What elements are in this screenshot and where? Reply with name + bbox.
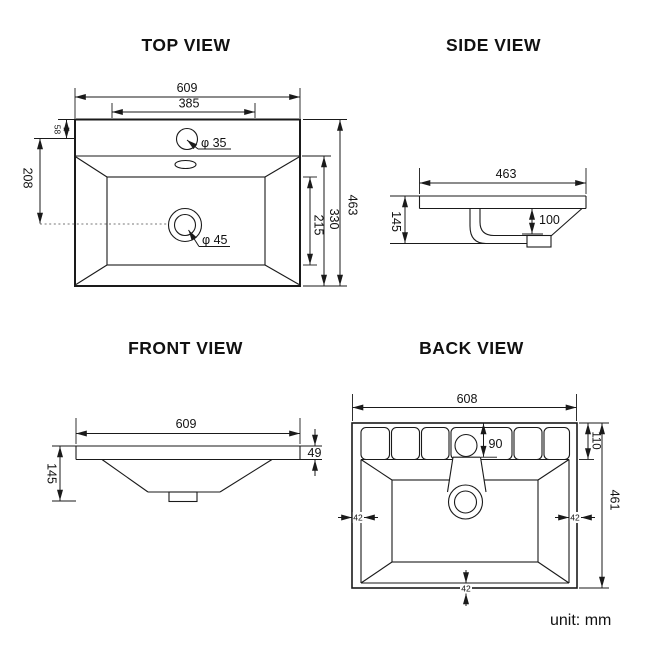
top-dim385-label: 385: [179, 97, 200, 111]
back-bowl-corner-bl: [360, 561, 393, 584]
back-deck-tab-3: [420, 426, 450, 461]
top-bowl-corner-bl: [75, 264, 108, 285]
top-faucet-leader-arrow: [186, 139, 199, 150]
top-drain-hole-label: φ 45: [202, 233, 228, 247]
top-dim330-label: 330: [327, 209, 341, 230]
back-dim42-right-mask: [569, 512, 581, 523]
side-view: SIDE VIEW 463 145 100: [389, 35, 587, 248]
back-dim42-bottom-mask: [460, 583, 472, 594]
front-view-title: FRONT VIEW: [128, 338, 243, 358]
top-overflow-slot: [174, 159, 197, 170]
back-view: BACK VIEW 608 90: [338, 338, 622, 606]
front-dim49-label: 49: [308, 446, 322, 460]
top-view: TOP VIEW φ 35 φ 45 609 385: [21, 35, 360, 287]
top-bowl-inner-rect: [106, 176, 266, 266]
back-faucet-hole: [454, 433, 478, 458]
front-view: FRONT VIEW 609 49 145: [45, 338, 322, 503]
unit-note: unit: mm: [550, 612, 611, 629]
back-drain-inner: [453, 490, 478, 514]
back-bowl-corner-br: [537, 561, 570, 584]
side-drain-fitting: [526, 234, 552, 248]
back-dim42-right-label: 42: [570, 513, 580, 523]
top-dim609-label: 609: [177, 81, 198, 95]
back-dim608-label: 608: [457, 392, 478, 406]
back-bowl-corner-tl: [360, 459, 393, 481]
back-deck-tab-5: [513, 426, 543, 461]
side-back-chamfer: [550, 208, 583, 237]
top-drain-inner: [173, 213, 197, 237]
back-dim42-bottom-label: 42: [461, 584, 471, 594]
back-dim461-label: 461: [608, 490, 622, 511]
top-dim463-label: 463: [346, 195, 360, 216]
side-dim145-label: 145: [389, 211, 403, 232]
back-deck-tab-2: [390, 426, 421, 461]
top-bowl-corner-tl: [75, 156, 108, 178]
front-drain-fitting: [168, 491, 198, 503]
back-deck-tab-6: [543, 426, 571, 461]
top-faucet-hole-label: φ 35: [201, 136, 227, 150]
side-dim463-label: 463: [496, 167, 517, 181]
side-bowl-outer-curve: [469, 208, 487, 245]
top-bowl-corner-br: [264, 264, 300, 285]
back-dim42-left-mask: [352, 512, 364, 523]
back-funnel-right: [479, 457, 487, 493]
top-drain-leader-arrow: [188, 229, 200, 247]
back-dim110-label: 110: [590, 431, 602, 449]
top-basin-outline: [74, 118, 301, 287]
back-bowl-corner-tr: [537, 459, 570, 481]
front-dim145-label: 145: [45, 463, 59, 484]
top-dim215-label: 215: [312, 215, 326, 236]
front-bowl-right-slope: [219, 459, 273, 493]
top-bowl-corner-tr: [264, 156, 300, 178]
back-deck-tab-1: [360, 426, 391, 461]
side-view-title: SIDE VIEW: [446, 35, 541, 55]
back-dim42-left-label: 42: [353, 513, 363, 523]
top-dim58-label: 58: [53, 125, 63, 135]
back-funnel-left: [446, 457, 454, 493]
front-dim609-label: 609: [176, 417, 197, 431]
front-bowl-left-slope: [101, 459, 149, 493]
back-dim90-label: 90: [489, 437, 503, 451]
top-view-title: TOP VIEW: [142, 35, 231, 55]
side-bowl-inner-curve: [479, 208, 527, 237]
top-dim208-label: 208: [21, 168, 35, 189]
back-funnel-mask: [448, 457, 486, 495]
side-dim100-label: 100: [539, 213, 560, 227]
back-view-title: BACK VIEW: [419, 338, 524, 358]
